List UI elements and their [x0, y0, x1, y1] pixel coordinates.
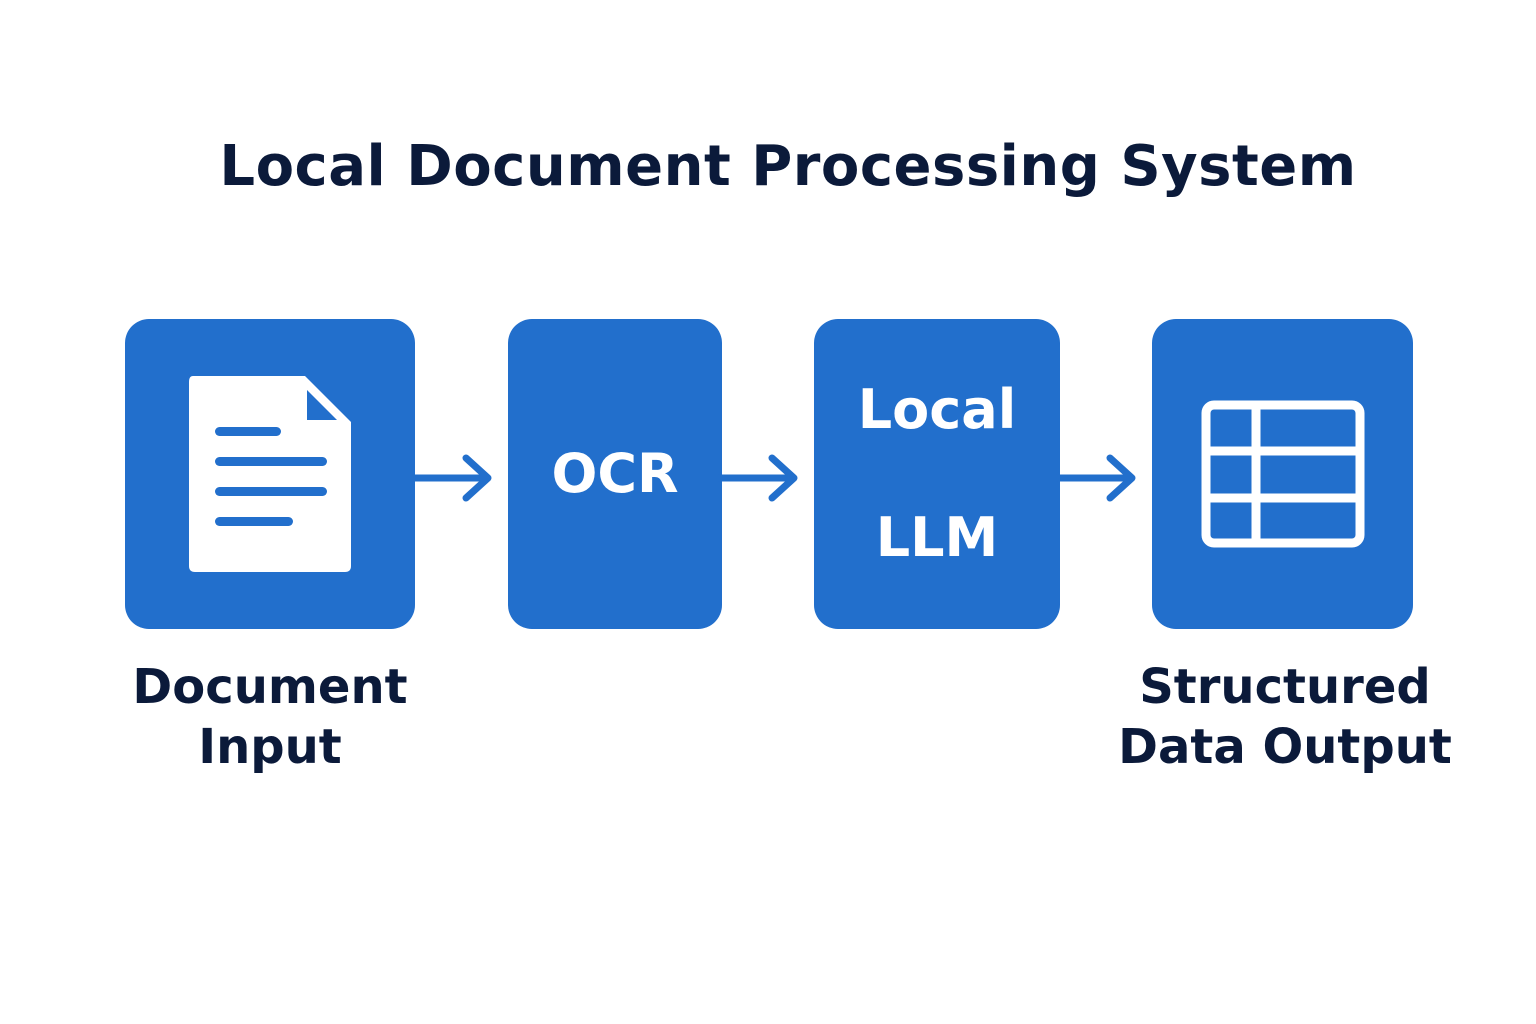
table-icon: [1201, 400, 1364, 548]
arrow-right-icon: [412, 454, 492, 502]
structured-data-output-caption-line-2: Data Output: [1118, 719, 1452, 775]
document-input-box: [125, 319, 415, 629]
document-input-caption: Document Input: [100, 657, 440, 777]
document-input-caption-line-2: Input: [198, 719, 342, 775]
local-llm-box: Local LLM: [814, 319, 1060, 629]
local-llm-label-line-1: Local: [857, 378, 1017, 441]
ocr-box: OCR: [508, 319, 722, 629]
local-llm-label-line-2: LLM: [875, 506, 999, 569]
structured-data-output-box: [1152, 319, 1413, 629]
arrow-right-icon: [718, 454, 798, 502]
document-input-caption-line-1: Document: [132, 659, 408, 715]
document-icon: [189, 376, 351, 572]
local-llm-label: Local LLM: [858, 314, 1016, 634]
ocr-label: OCR: [551, 442, 679, 505]
structured-data-output-caption-line-1: Structured: [1139, 659, 1431, 715]
diagram-title: Local Document Processing System: [219, 134, 1357, 199]
arrow-right-icon: [1056, 454, 1136, 502]
structured-data-output-caption: Structured Data Output: [1110, 657, 1460, 777]
